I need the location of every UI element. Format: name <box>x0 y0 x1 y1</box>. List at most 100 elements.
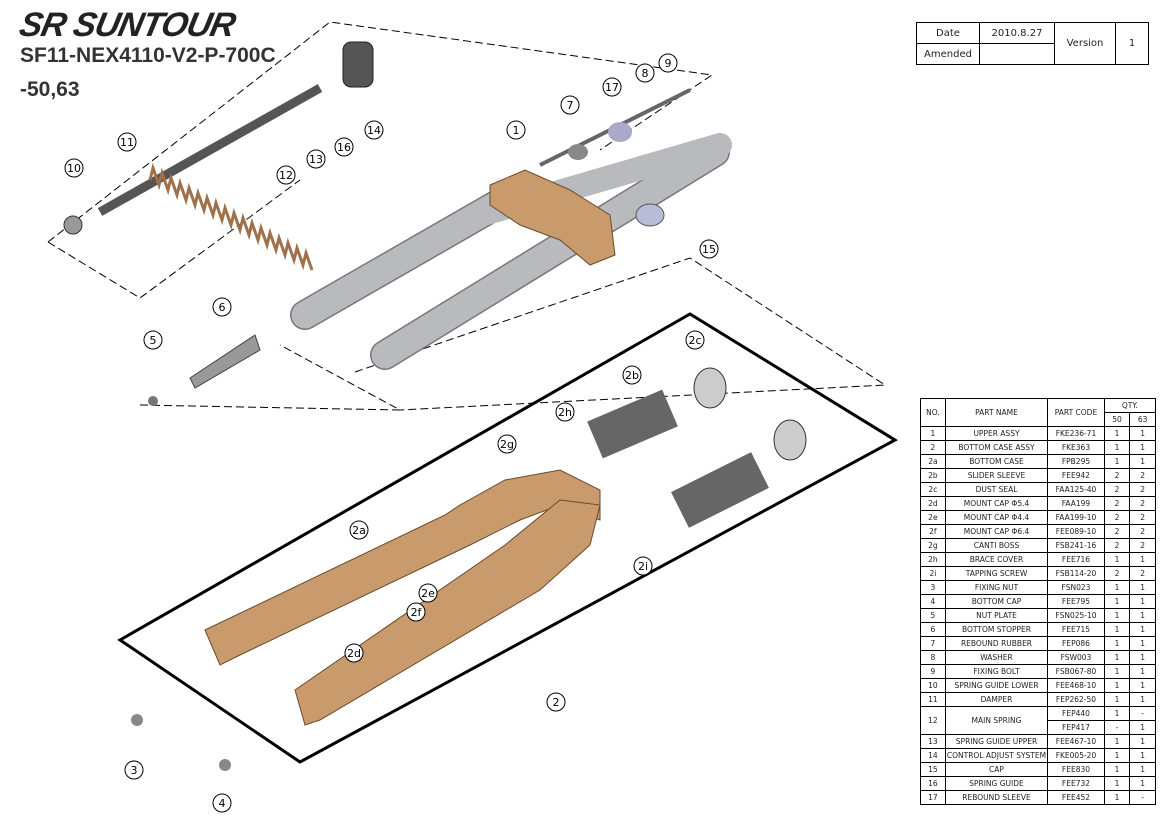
part-no: 5 <box>920 608 946 623</box>
qty-50: 1 <box>1103 552 1131 567</box>
qty-63: 1 <box>1129 552 1156 567</box>
part-code: FKE363 <box>1047 440 1105 455</box>
part-name: FIXING BOLT <box>944 664 1049 679</box>
part-no: 2h <box>920 552 946 567</box>
part-code: FAA199 <box>1047 496 1105 511</box>
qty-50: 1 <box>1103 622 1131 637</box>
qty-50: 1 <box>1103 664 1131 679</box>
callout-circle-2f <box>406 602 426 622</box>
callout-circle-6 <box>212 297 232 317</box>
callout-label-6: 6 <box>219 301 226 314</box>
callout-label-2e: 2e <box>421 587 435 600</box>
part-name: DAMPER <box>944 692 1049 707</box>
part-no: 2d <box>920 496 946 511</box>
qty-50: 1 <box>1103 692 1131 707</box>
bottom-cap <box>219 759 231 771</box>
qty-50: 1 <box>1103 454 1131 469</box>
fixing-nut <box>131 714 143 726</box>
spring-guide-lower <box>63 215 83 235</box>
part-name: UPPER ASSY <box>944 426 1049 441</box>
part-no: 2i <box>920 566 946 581</box>
part-code: FAA199-10 <box>1047 510 1105 525</box>
callout-circle-2c <box>685 330 705 350</box>
callout-label-2f: 2f <box>411 606 423 619</box>
callout-circle-12 <box>276 165 296 185</box>
callout-circle-2h <box>555 402 575 422</box>
callout-label-2: 2 <box>553 696 560 709</box>
model-title: SF11-NEX4110-V2-P-700C <box>20 44 276 67</box>
col-qty: QTY. <box>1103 398 1157 413</box>
qty-50: 1 <box>1103 440 1131 455</box>
qty-63: 1 <box>1129 608 1156 623</box>
part-name: BOTTOM CASE ASSY <box>944 440 1049 455</box>
qty-63: 1 <box>1129 650 1156 665</box>
part-no: 7 <box>920 636 946 651</box>
part-code: FEE715 <box>1047 622 1105 637</box>
part-code: FEE795 <box>1047 594 1105 609</box>
part-no: 2b <box>920 468 946 483</box>
lower-right-outline <box>354 257 887 411</box>
bottom-stopper <box>189 334 261 389</box>
qty-50: 1 <box>1103 608 1131 623</box>
callout-label-15: 15 <box>702 243 716 256</box>
qty-50: 2 <box>1103 496 1131 511</box>
qty-63: 1 <box>1129 426 1156 441</box>
callout-label-2d: 2d <box>347 647 361 660</box>
dust-seal-2 <box>773 419 807 461</box>
upper-group-outline-lower <box>47 179 301 299</box>
part-no: 4 <box>920 594 946 609</box>
callout-label-2b: 2b <box>625 369 639 382</box>
callout-label-13: 13 <box>309 153 323 166</box>
qty-50: 2 <box>1103 468 1131 483</box>
version-label: Version <box>1054 22 1116 65</box>
col-qty-63: 63 <box>1129 412 1156 427</box>
qty-63: 1 <box>1129 762 1156 777</box>
part-no: 14 <box>920 748 946 763</box>
part-code: FKE005-20 <box>1047 748 1105 763</box>
callout-circle-2g <box>497 434 517 454</box>
callout-label-4: 4 <box>219 797 226 810</box>
main-spring <box>148 162 314 271</box>
qty-50: 1 <box>1103 594 1131 609</box>
qty-50: 1 <box>1103 650 1131 665</box>
qty-50: 2 <box>1103 538 1131 553</box>
amended-label: Amended <box>916 43 980 65</box>
part-no: 2a <box>920 454 946 469</box>
qty-63: 2 <box>1129 496 1156 511</box>
part-name: DUST SEAL <box>944 482 1049 497</box>
date-value: 2010.8.27 <box>979 22 1055 44</box>
part-no: 1 <box>920 426 946 441</box>
callout-circle-2a <box>349 520 369 540</box>
qty-63: 1 <box>1129 622 1156 637</box>
part-name: MOUNT CAP Φ6.4 <box>944 524 1049 539</box>
qty-50: 1 <box>1103 748 1131 763</box>
qty-50: 2 <box>1103 482 1131 497</box>
part-name: CANTI BOSS <box>944 538 1049 553</box>
damper-rod <box>97 84 323 216</box>
part-code: FEP417 <box>1047 720 1105 735</box>
col-name: PART NAME <box>944 398 1049 427</box>
part-name: WASHER <box>944 650 1049 665</box>
part-code: FAA125-40 <box>1047 482 1105 497</box>
callout-label-2g: 2g <box>500 438 514 451</box>
part-code: FEP262-50 <box>1047 692 1105 707</box>
part-no: 13 <box>920 734 946 749</box>
callout-label-12: 12 <box>279 169 293 182</box>
part-name: SPRING GUIDE LOWER <box>944 678 1049 693</box>
version-value: 1 <box>1115 22 1149 65</box>
qty-63: 2 <box>1129 482 1156 497</box>
part-name: SPRING GUIDE UPPER <box>944 734 1049 749</box>
part-no: 8 <box>920 650 946 665</box>
qty-63: 2 <box>1129 510 1156 525</box>
callout-circle-7 <box>560 95 580 115</box>
col-code: PART CODE <box>1047 398 1105 427</box>
part-no: 10 <box>920 678 946 693</box>
part-code: FEP086 <box>1047 636 1105 651</box>
